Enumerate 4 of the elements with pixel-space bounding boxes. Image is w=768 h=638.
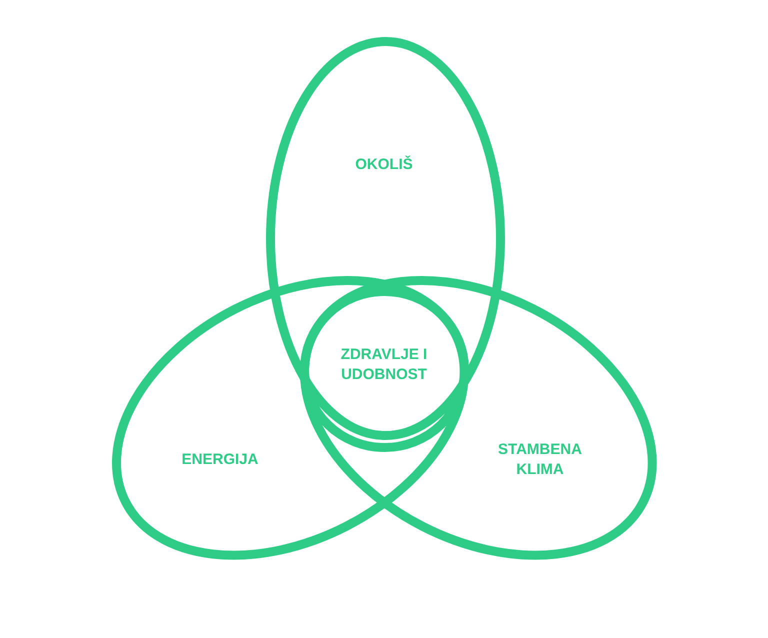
venn-label: ZDRAVLJE I UDOBNOST — [340, 345, 428, 385]
venn-label: STAMBENA KLIMA — [497, 440, 583, 480]
venn-label: ENERGIJA — [180, 450, 260, 470]
venn-label: OKOLIŠ — [354, 155, 414, 175]
